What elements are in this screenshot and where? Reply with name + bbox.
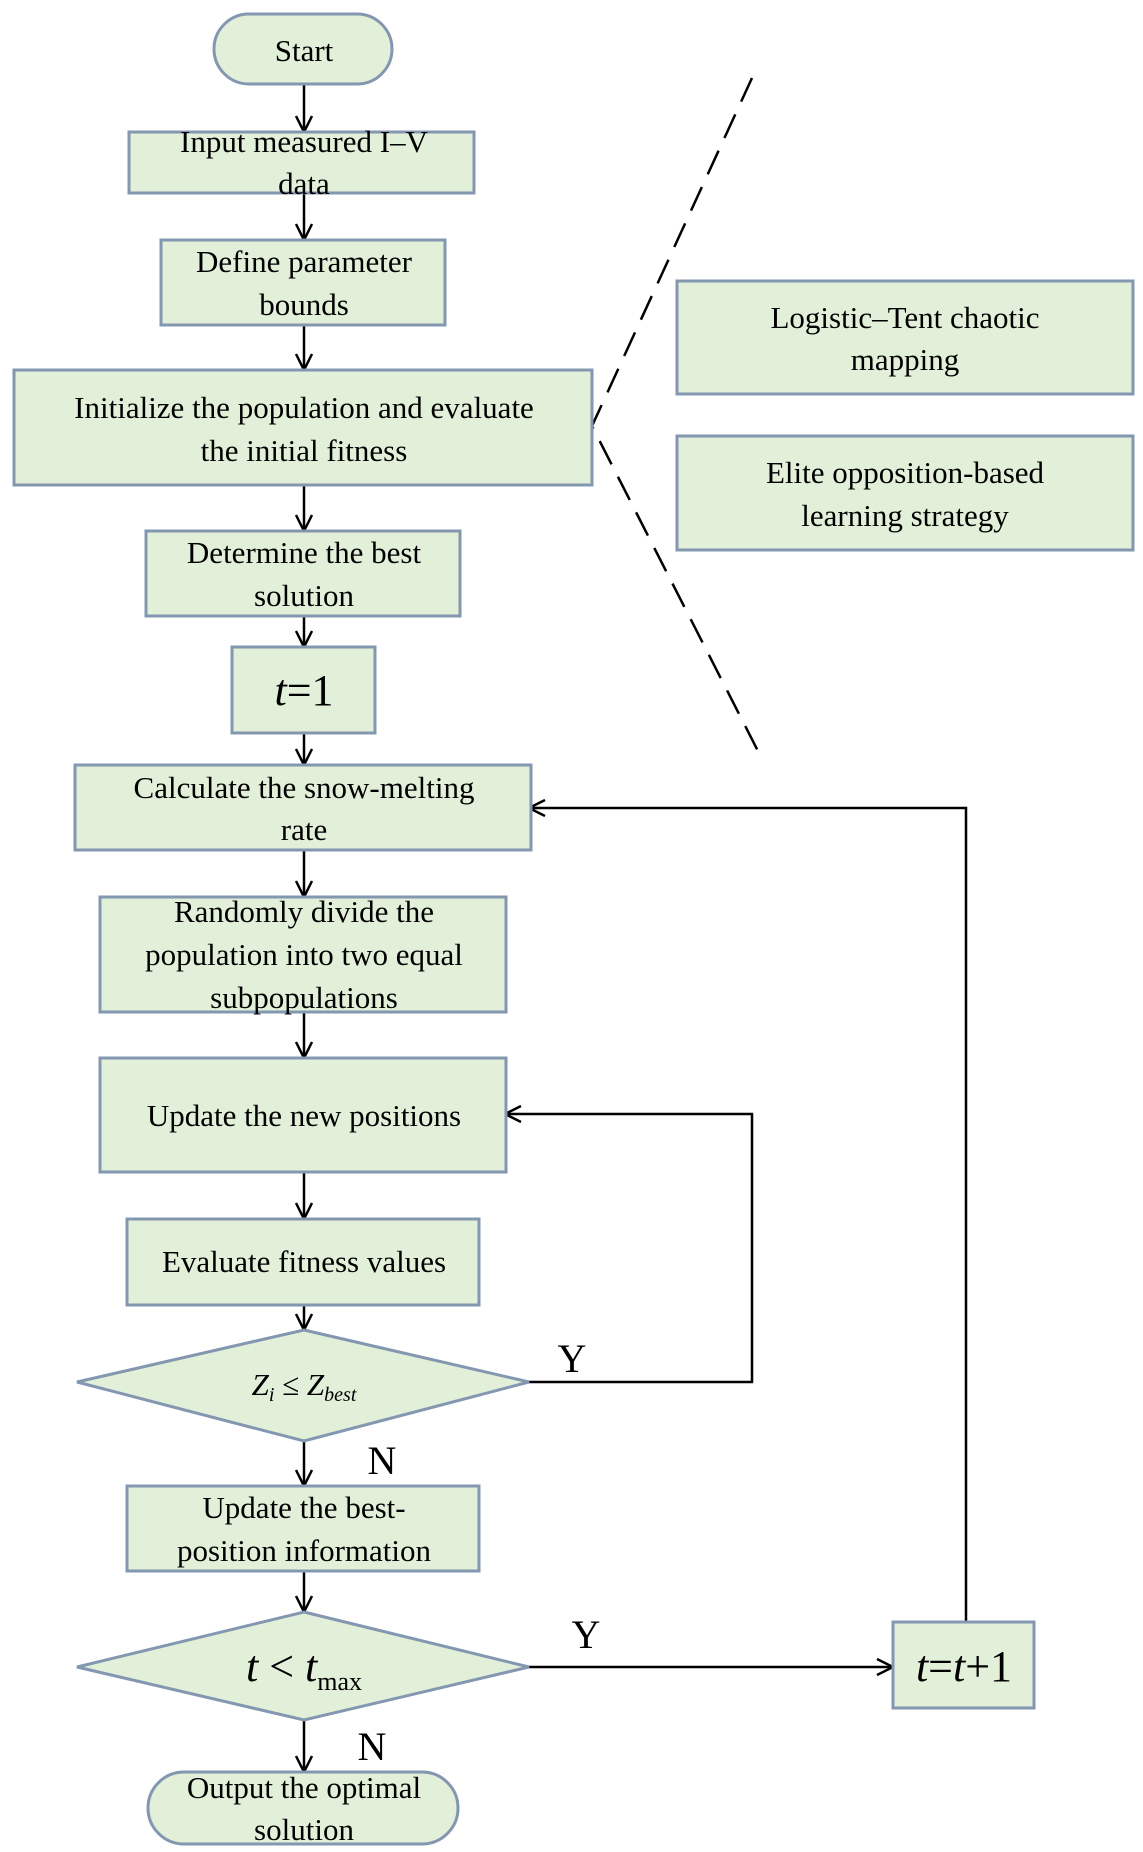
update-positions-node: Update the new positions xyxy=(98,1056,508,1174)
init-line-1: Initialize the population and evaluate xyxy=(74,390,534,425)
no-label-fitness: N xyxy=(368,1438,397,1483)
snow-line-2: rate xyxy=(281,812,327,847)
snow-melting-node: Calculate the snow-melting rate xyxy=(73,763,533,852)
output-line-1: Output the optimal xyxy=(187,1770,421,1805)
output-node: Output the optimal solution xyxy=(146,1770,460,1847)
bounds-line-2: bounds xyxy=(259,287,349,322)
update-best-line-1: Update the best- xyxy=(202,1490,405,1525)
t-init-node: t=1 xyxy=(230,645,377,735)
update-best-line-2: position information xyxy=(177,1533,432,1568)
chaotic-line-2: mapping xyxy=(851,342,960,377)
evaluate-fitness-node: Evaluate fitness values xyxy=(125,1217,481,1307)
divide-population-node: Randomly divide the population into two … xyxy=(98,894,508,1015)
init-line-2: the initial fitness xyxy=(201,433,408,468)
divide-line-1: Randomly divide the xyxy=(174,894,434,929)
loop-arrow-cond1-yes xyxy=(505,1114,754,1384)
snow-line-1: Calculate the snow-melting xyxy=(134,770,475,805)
best-line-1: Determine the best xyxy=(187,535,422,570)
condition-iteration-node: t < tmax xyxy=(76,1610,530,1722)
yes-label-iteration: Y xyxy=(572,1612,601,1657)
condition-fitness-node: Zi ≤ Zbest xyxy=(76,1328,530,1443)
start-node: Start xyxy=(212,12,394,86)
bounds-line-1: Define parameter xyxy=(196,244,413,279)
initialize-node: Initialize the population and evaluate t… xyxy=(12,368,594,487)
input-data-node: Input measured I–V data xyxy=(127,124,476,201)
determine-best-node: Determine the best solution xyxy=(144,529,462,618)
dashed-bracket xyxy=(590,77,762,756)
divide-line-2: population into two equal xyxy=(145,937,463,972)
t-init-label: t=1 xyxy=(274,666,333,715)
chaotic-mapping-node: Logistic–Tent chaotic mapping xyxy=(675,279,1135,396)
output-line-2: solution xyxy=(254,1812,354,1847)
update-positions-label: Update the new positions xyxy=(147,1098,461,1133)
yes-label-fitness: Y xyxy=(558,1336,587,1381)
input-line-2: data xyxy=(278,166,330,201)
divide-line-3: subpopulations xyxy=(210,980,398,1015)
chaotic-line-1: Logistic–Tent chaotic xyxy=(771,300,1040,335)
update-best-node: Update the best- position information xyxy=(125,1484,481,1573)
elite-line-1: Elite opposition-based xyxy=(766,455,1045,490)
elite-learning-node: Elite opposition-based learning strategy xyxy=(675,434,1135,552)
evaluate-label: Evaluate fitness values xyxy=(162,1244,446,1279)
start-label: Start xyxy=(275,33,334,68)
no-label-iteration: N xyxy=(358,1724,387,1769)
condition-iteration-label: t < tmax xyxy=(246,1642,362,1696)
define-bounds-node: Define parameter bounds xyxy=(159,238,447,327)
elite-line-2: learning strategy xyxy=(801,498,1009,533)
condition-fitness-label: Zi ≤ Zbest xyxy=(252,1367,357,1406)
input-line-1: Input measured I–V xyxy=(180,124,429,159)
t-increment-node: t=t+1 xyxy=(891,1620,1036,1710)
best-line-2: solution xyxy=(254,578,354,613)
loop-arrow-tinc-snow xyxy=(529,808,968,1622)
t-increment-label: t=t+1 xyxy=(916,1642,1012,1691)
